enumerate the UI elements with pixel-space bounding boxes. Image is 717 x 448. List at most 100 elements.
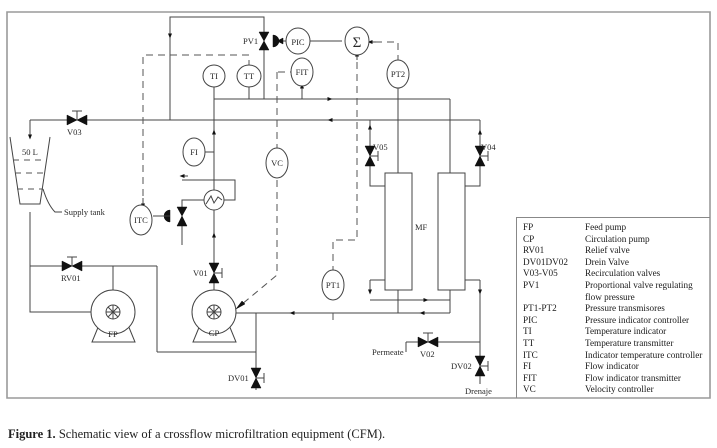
valve-v04[interactable]: V04 <box>474 142 496 167</box>
tt-label: TT <box>244 71 255 81</box>
tank-label: Supply tank <box>64 207 106 217</box>
pump-cp[interactable]: CP <box>191 289 237 343</box>
pic-label: PIC <box>291 37 305 47</box>
legend-description: Feed pump <box>585 222 627 232</box>
legend-description: Temperature indicator <box>585 326 667 337</box>
pump-fp[interactable]: FP <box>90 289 136 343</box>
legend-description: Velocity controller <box>585 384 654 395</box>
vc-label: VC <box>271 158 283 168</box>
legend-row: ITC Indicator temperature controller <box>523 350 710 362</box>
mf-module-right <box>437 172 466 291</box>
legend-description: Indicator temperature controller <box>585 349 703 360</box>
instrument-vc[interactable]: VC <box>265 147 289 179</box>
supply-tank: 50 L Supply tank <box>9 136 106 217</box>
legend-code: PIC <box>523 314 538 325</box>
valve-v03-label: V03 <box>67 127 82 137</box>
instrument-fit[interactable]: FIT <box>290 57 314 87</box>
process-piping <box>28 16 482 390</box>
instrument-fi[interactable]: FI <box>182 137 206 167</box>
sum-label: Σ <box>353 35 362 51</box>
permeate-label: Permeate <box>372 347 404 357</box>
legend-code: FIT <box>523 372 537 383</box>
figure-caption: Figure 1. Schematic view of a crossflow … <box>8 427 385 442</box>
legend-row: TI Temperature indicator <box>523 326 710 338</box>
mf-label: MF <box>415 222 428 232</box>
legend-code: VC <box>523 384 536 395</box>
legend-code: FI <box>523 361 532 372</box>
valve-v02[interactable]: V02 <box>417 332 439 359</box>
valve-v01[interactable]: V01 <box>193 262 223 284</box>
valve-v03[interactable]: V03 <box>66 110 88 137</box>
caption-text: Schematic view of a crossflow microfiltr… <box>55 427 386 441</box>
fi-label: FI <box>190 147 198 157</box>
signal-lines <box>141 40 399 320</box>
legend-code: TT <box>523 337 535 348</box>
valve-rv01-label: RV01 <box>61 273 81 283</box>
legend-row: PIC Pressure indicator controller <box>523 315 710 327</box>
legend-code: V03-V05 <box>523 268 558 279</box>
valve-v04-label: V04 <box>481 142 496 152</box>
instrument-itc[interactable]: ITC <box>129 204 153 236</box>
legend-row: FP Feed pump <box>523 222 710 234</box>
pic-arrow-head <box>276 37 284 45</box>
heat-exchanger-icon <box>203 189 225 211</box>
legend-description: Flow indicator transmitter <box>585 372 681 383</box>
ti-label: TI <box>210 71 218 81</box>
instrument-tt[interactable]: TT <box>236 64 262 88</box>
figure-frame <box>6 11 711 399</box>
caption-label: Figure 1. <box>8 427 56 441</box>
legend-description: Relief valve <box>585 245 630 256</box>
legend-code: RV01 <box>523 245 545 256</box>
legend-row: VC Velocity controller <box>523 384 710 396</box>
valve-itc-controlled[interactable] <box>153 206 188 227</box>
drain-label: Drenaje <box>465 386 492 396</box>
legend-row: TT Temperature transmitter <box>523 338 710 350</box>
valve-v02-label: V02 <box>420 349 435 359</box>
itc-label: ITC <box>134 215 148 225</box>
valve-dv02-label: DV02 <box>451 361 472 371</box>
instrument-ti[interactable]: TI <box>202 64 226 88</box>
legend-code: TI <box>523 326 532 337</box>
pt1-label: PT1 <box>326 280 340 290</box>
legend-code: DV01DV02 <box>523 256 568 267</box>
instrument-sum[interactable]: Σ <box>344 26 370 56</box>
legend-row: CP Circulation pump <box>523 234 710 246</box>
legend-row: PT1-PT2 Pressure transmisores <box>523 303 710 315</box>
legend-description: Circulation pump <box>585 233 650 244</box>
tank-capacity: 50 L <box>22 147 38 157</box>
valve-v01-label: V01 <box>193 268 208 278</box>
legend-row: FIT Flow indicator transmitter <box>523 373 710 385</box>
legend-code: CP <box>523 233 535 244</box>
fp-label: FP <box>108 329 118 339</box>
legend-row: DV01DV02 Drein Valve <box>523 257 710 269</box>
valve-v05-label: V05 <box>373 142 388 152</box>
pt2-label: PT2 <box>391 69 405 79</box>
mf-module-left <box>384 172 413 291</box>
legend-description: Temperature transmitter <box>585 337 674 348</box>
legend-description: Recirculation valves <box>585 268 661 279</box>
legend-description: Pressure transmisores <box>585 303 665 314</box>
instrument-pic[interactable]: PIC <box>285 27 311 55</box>
legend-description: Pressure indicator controller <box>585 314 690 325</box>
valve-dv01[interactable]: DV01 <box>228 367 265 389</box>
legend-code: PT1-PT2 <box>523 303 557 314</box>
valve-v05[interactable]: V05 <box>364 142 388 167</box>
legend-row: V03-V05 Recirculation valves <box>523 268 710 280</box>
instrument-pt2[interactable]: PT2 <box>386 59 410 89</box>
legend-code: FP <box>523 222 534 232</box>
instrument-pt1[interactable]: PT1 <box>321 269 345 301</box>
legend-row: RV01 Relief valve <box>523 245 710 257</box>
valve-dv02[interactable]: DV02 <box>451 355 489 384</box>
legend-description: Drein Valve <box>585 256 629 267</box>
valve-pv1[interactable]: PV1 <box>243 31 270 51</box>
valve-pv1-label: PV1 <box>243 36 258 46</box>
legend-code: ITC <box>523 349 538 360</box>
valve-dv01-label: DV01 <box>228 373 249 383</box>
valve-rv01[interactable]: RV01 <box>61 256 83 283</box>
fit-label: FIT <box>296 67 310 77</box>
legend-code: PV1 <box>523 279 540 290</box>
